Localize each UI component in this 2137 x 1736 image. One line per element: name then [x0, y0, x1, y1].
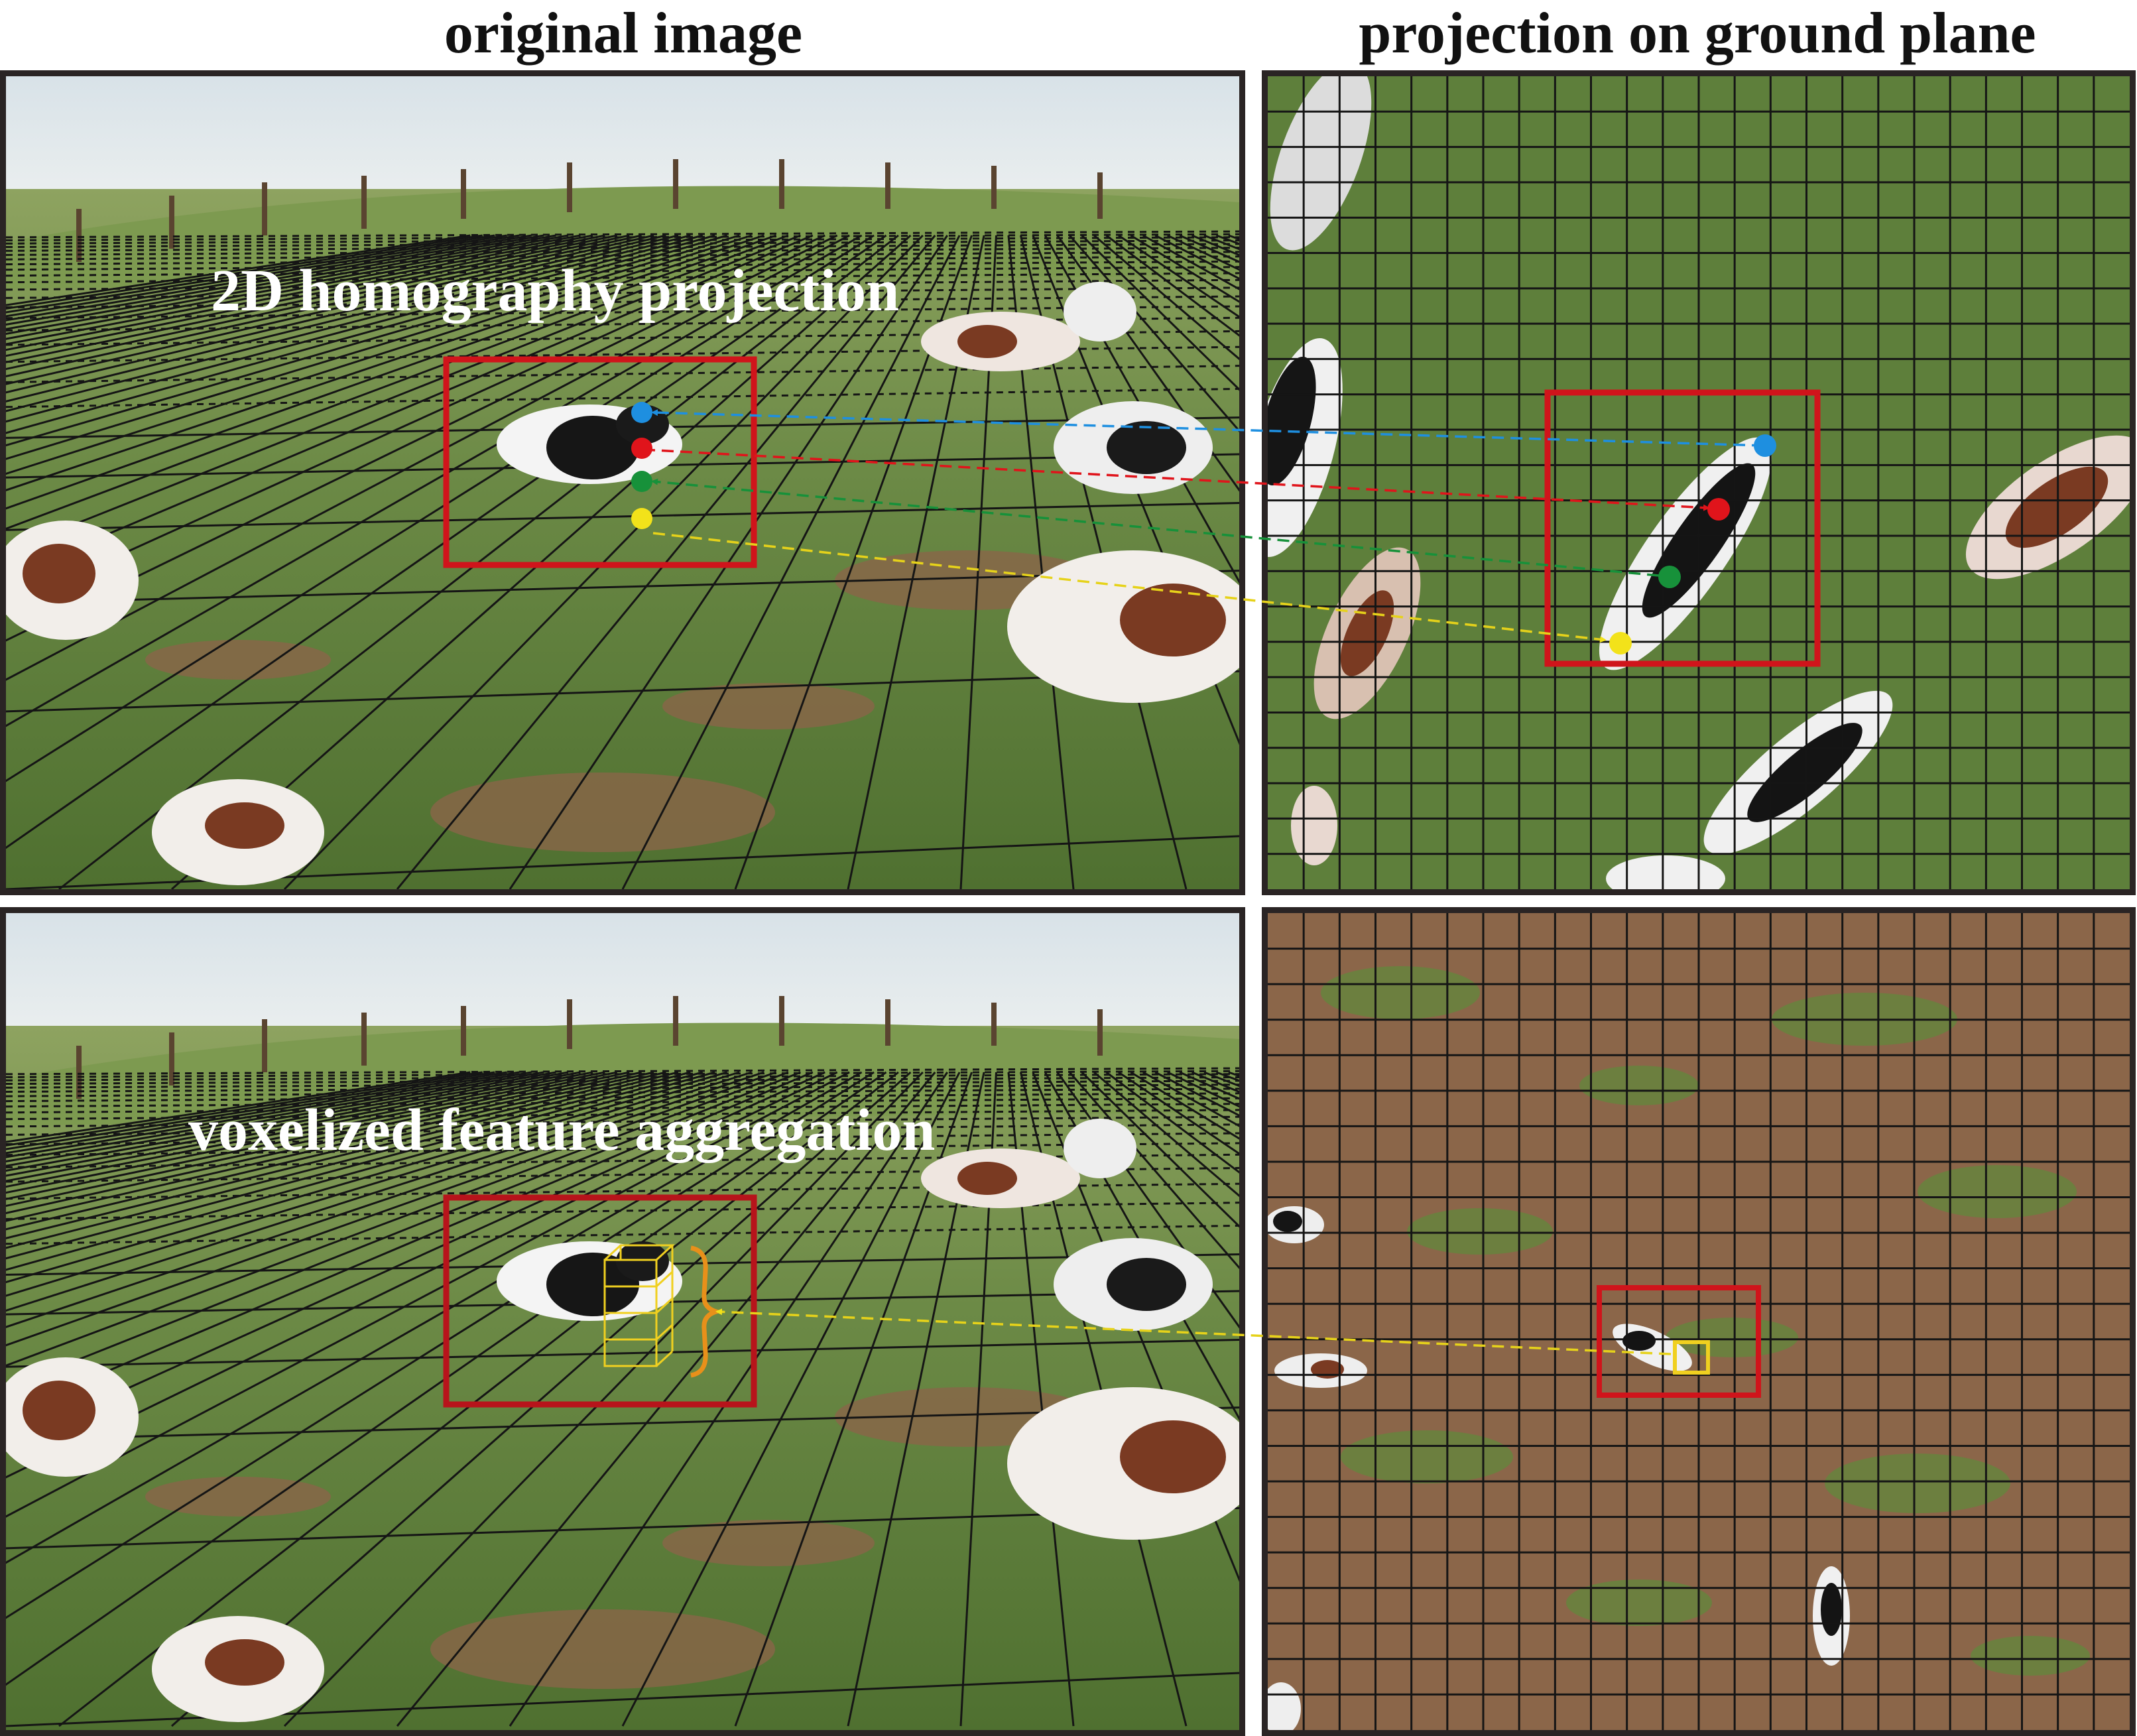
fence-post-icon — [76, 159, 1103, 262]
grass-patches — [1321, 966, 2090, 1676]
right-column-title: projection on ground plane — [1359, 1, 2036, 66]
original-image-top-panel — [0, 70, 1245, 895]
ground-plane-top-panel — [1262, 70, 2136, 895]
left-column-title: original image — [444, 1, 803, 66]
ground-plane-bottom-panel — [1262, 907, 2136, 1736]
original-image-bottom-panel — [0, 907, 1245, 1736]
dirt-patches — [145, 1387, 1100, 1689]
fence-post-icon — [76, 996, 1103, 1099]
